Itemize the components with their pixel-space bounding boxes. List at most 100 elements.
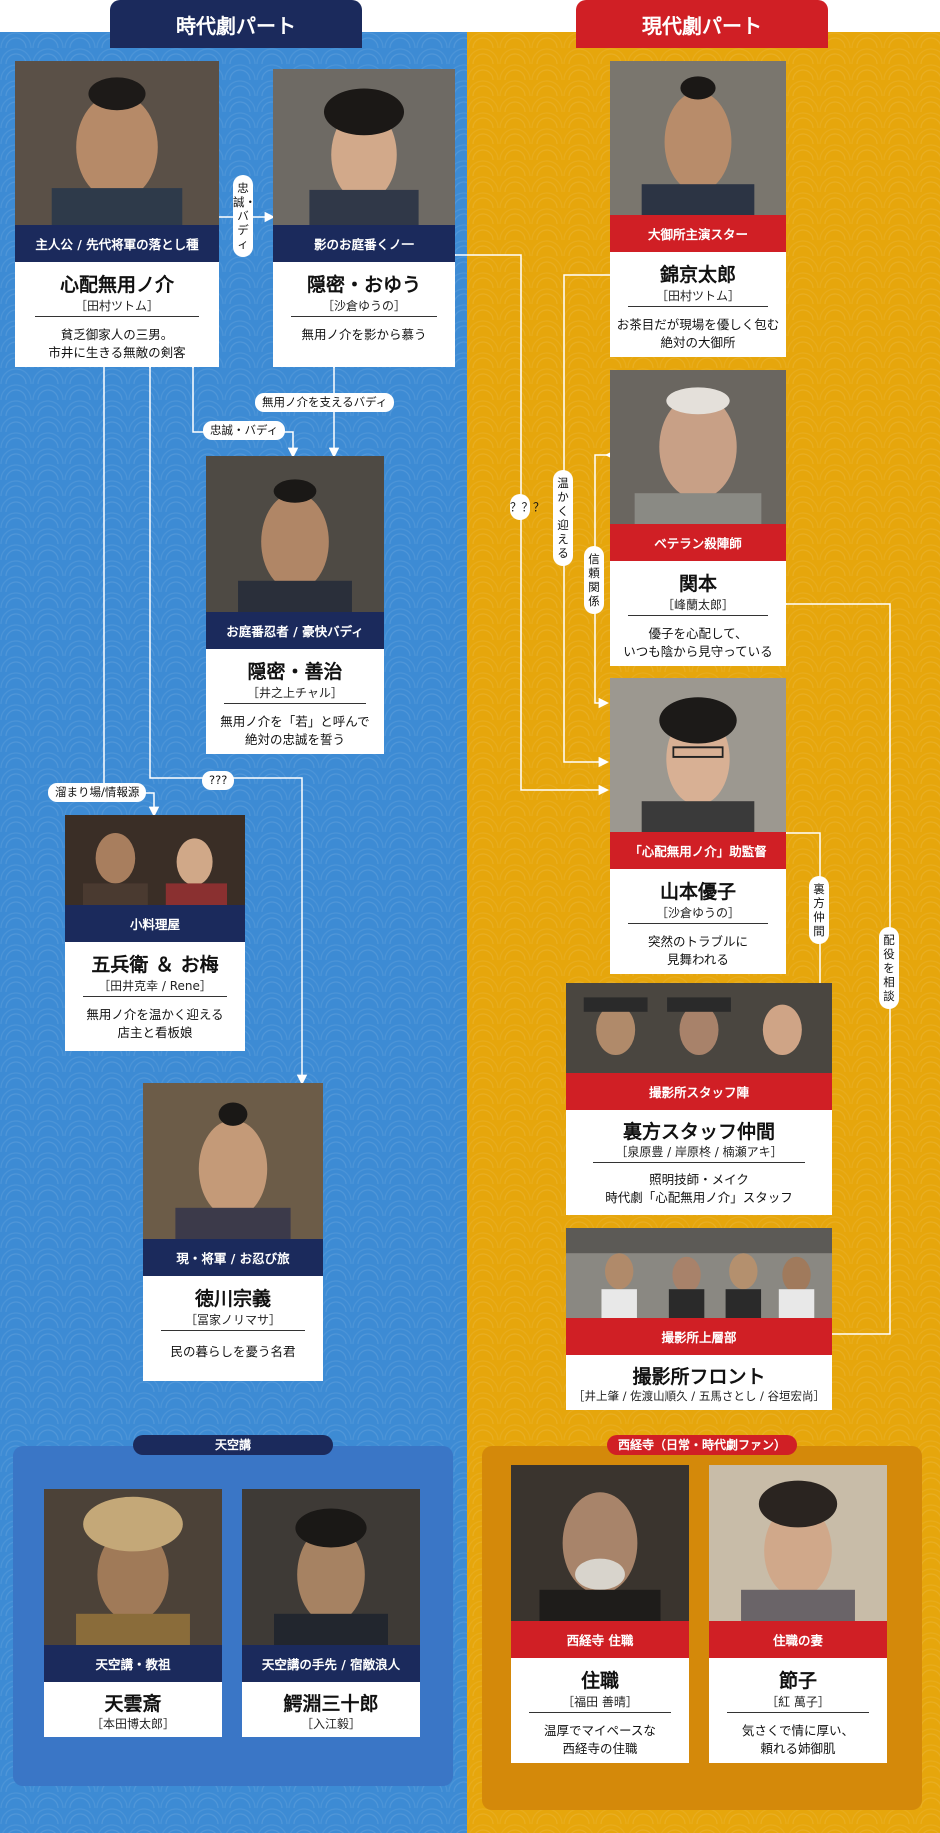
card-satsueijo-front[interactable]: 撮影所上層部 撮影所フロント ［井上肇 / 佐渡山順久 / 五馬さとし / 谷垣… — [566, 1228, 832, 1410]
divider — [161, 1330, 305, 1331]
actor-name: ［井上肇 / 佐渡山順久 / 五馬さとし / 谷垣宏尚］ — [572, 1389, 826, 1403]
group-tenkuko-title: 天空講 — [133, 1435, 333, 1455]
role-band: 西経寺 住職 — [511, 1621, 689, 1658]
portrait-photo — [242, 1489, 420, 1645]
divider — [528, 1712, 672, 1713]
character-description: 民の暮らしを憂う名君 — [170, 1344, 296, 1359]
role-band: お庭番忍者 / 豪快バディ — [206, 612, 384, 649]
character-description: 貧乏御家人の三男。市井に生きる無敵の剣客 — [48, 327, 186, 360]
character-description: 優子を心配して、いつも陰から見守っている — [623, 626, 773, 659]
character-description: お茶目だが現場を優しく包む絶対の大御所 — [616, 317, 780, 350]
divider — [291, 316, 437, 317]
character-name: 住職 — [580, 1670, 619, 1692]
character-name: 隠密・おゆう — [306, 274, 421, 296]
portrait-photo — [65, 815, 245, 905]
divider — [592, 1162, 806, 1163]
actor-name: ［冨家ノリマサ］ — [184, 1313, 281, 1327]
actor-name: ［沙倉ゆうの］ — [655, 906, 740, 920]
gendaigeki-section-title: 現代劇パート — [576, 0, 828, 48]
card-tokugawa-muneyoshi[interactable]: 現・将軍 / お忍び旅 徳川宗義 ［冨家ノリマサ］ 民の暮らしを憂う名君 — [143, 1083, 323, 1381]
actor-name: ［井之上チャル］ — [247, 686, 343, 700]
relation-question-right: ？？？ — [510, 494, 545, 520]
character-description: 無用ノ介を「若」と呼んで絶対の忠誠を誓う — [220, 714, 370, 747]
character-name: 裏方スタッフ仲間 — [622, 1121, 775, 1143]
card-sekimoto[interactable]: ベテラン殺陣師 関本 ［峰蘭太郎］ 優子を心配して、いつも陰から見守っている — [610, 370, 786, 666]
role-band: 撮影所上層部 — [566, 1318, 832, 1355]
divider — [627, 306, 769, 307]
relation-shinrai: 信頼関係 — [584, 546, 604, 614]
character-name: 山本優子 — [659, 881, 736, 903]
actor-name: ［泉原豊 / 岸原柊 / 楠瀬アキ］ — [615, 1145, 783, 1159]
actor-name: ［田井克幸 / Rene］ — [98, 979, 212, 993]
actor-name: ［田村ツトム］ — [655, 289, 740, 303]
role-band: 天空講の手先 / 宿敵浪人 — [242, 1645, 420, 1682]
role-band: 「心配無用ノ介」助監督 — [610, 832, 786, 869]
card-urakata-staff[interactable]: 撮影所スタッフ陣 裏方スタッフ仲間 ［泉原豊 / 岸原柊 / 楠瀬アキ］ 照明技… — [566, 983, 832, 1215]
role-band: 主人公 / 先代将軍の落とし種 — [15, 225, 219, 262]
relation-question-left: ??? — [202, 771, 235, 790]
actor-name: ［田村ツトム］ — [74, 299, 159, 313]
portrait-photo — [709, 1465, 887, 1621]
actor-name: ［福田 善晴］ — [562, 1695, 638, 1709]
character-name: 五兵衛 ＆ お梅 — [91, 954, 219, 976]
card-setsuko[interactable]: 住職の妻 節子 ［紅 萬子］ 気さくで情に厚い、頼れる姉御肌 — [709, 1465, 887, 1763]
divider — [726, 1712, 870, 1713]
role-band: 大御所主演スター — [610, 215, 786, 252]
role-band: 住職の妻 — [709, 1621, 887, 1658]
character-description: 無用ノ介を温かく迎える店主と看板娘 — [86, 1007, 224, 1040]
character-name: 徳川宗義 — [194, 1288, 271, 1310]
divider — [35, 316, 199, 317]
card-tenunsai[interactable]: 天空講・教祖 天雲斎 ［本田博太郎］ — [44, 1489, 222, 1737]
character-description: 温厚でマイペースな西経寺の住職 — [544, 1723, 656, 1756]
portrait-photo — [610, 370, 786, 524]
portrait-photo — [610, 678, 786, 832]
portrait-photo — [273, 69, 455, 225]
card-onmitsu-zenji[interactable]: お庭番忍者 / 豪快バディ 隠密・善治 ［井之上チャル］ 無用ノ介を「若」と呼ん… — [206, 456, 384, 754]
divider — [83, 996, 227, 997]
card-nishiki-kyotaro[interactable]: 大御所主演スター 錦京太郎 ［田村ツトム］ お茶目だが現場を優しく包む絶対の大御… — [610, 61, 786, 357]
portrait-photo — [143, 1083, 323, 1239]
card-shinpai-muyonosuke[interactable]: 主人公 / 先代将軍の落とし種 心配無用ノ介 ［田村ツトム］ 貧乏御家人の三男。… — [15, 61, 219, 367]
character-description: 気さくで情に厚い、頼れる姉御肌 — [741, 1723, 855, 1756]
role-band: 現・将軍 / お忍び旅 — [143, 1239, 323, 1276]
character-name: 隠密・善治 — [247, 661, 343, 683]
role-band: 影のお庭番くノ一 — [273, 225, 455, 262]
relation-haiyaku: 配役を相談 — [879, 927, 899, 1009]
card-jushoku[interactable]: 西経寺 住職 住職 ［福田 善晴］ 温厚でマイペースな西経寺の住職 — [511, 1465, 689, 1763]
relation-urakata-nakama: 裏方仲間 — [809, 876, 829, 944]
portrait-photo — [566, 983, 832, 1073]
actor-name: ［入江毅］ — [300, 1717, 361, 1731]
character-name: 天雲斎 — [104, 1693, 162, 1715]
role-band: 天空講・教祖 — [44, 1645, 222, 1682]
card-onmitsu-oyu[interactable]: 影のお庭番くノ一 隠密・おゆう ［沙倉ゆうの］ 無用ノ介を影から慕う — [273, 69, 455, 367]
portrait-photo — [44, 1489, 222, 1645]
character-name: 鰐淵三十郎 — [283, 1693, 379, 1715]
actor-name: ［本田博太郎］ — [90, 1717, 175, 1731]
character-name: 錦京太郎 — [659, 264, 736, 286]
portrait-photo — [15, 61, 219, 225]
actor-name: ［峰蘭太郎］ — [661, 598, 734, 612]
role-band: ベテラン殺陣師 — [610, 524, 786, 561]
character-name: 心配無用ノ介 — [59, 274, 174, 296]
character-description: 照明技師・メイク時代劇「心配無用ノ介」スタッフ — [605, 1172, 793, 1205]
card-wanibuchi-sanjuro[interactable]: 天空講の手先 / 宿敵浪人 鰐淵三十郎 ［入江毅］ — [242, 1489, 420, 1737]
character-name: 節子 — [778, 1670, 817, 1692]
divider — [223, 703, 367, 704]
group-saikyoji-title: 西経寺（日常・時代劇ファン） — [607, 1435, 797, 1455]
divider — [627, 615, 769, 616]
portrait-photo — [206, 456, 384, 612]
relation-chusei-buddy-vertical: 忠誠・バディ — [233, 175, 256, 257]
character-name: 撮影所フロント — [632, 1366, 766, 1388]
character-name: 関本 — [678, 573, 717, 595]
relation-chusei-buddy: 忠誠・バディ — [203, 421, 286, 440]
portrait-photo — [511, 1465, 689, 1621]
character-description: 突然のトラブルに見舞われる — [647, 934, 748, 967]
relation-atatakaku: 温かく迎える — [553, 470, 573, 566]
character-description: 無用ノ介を影から慕う — [301, 327, 427, 342]
portrait-photo — [566, 1228, 832, 1318]
card-yamamoto-yuko[interactable]: 「心配無用ノ介」助監督 山本優子 ［沙倉ゆうの］ 突然のトラブルに見舞われる — [610, 678, 786, 974]
role-band: 撮影所スタッフ陣 — [566, 1073, 832, 1110]
role-band: 小料理屋 — [65, 905, 245, 942]
card-gohei-oume[interactable]: 小料理屋 五兵衛 ＆ お梅 ［田井克幸 / Rene］ 無用ノ介を温かく迎える店… — [65, 815, 245, 1051]
portrait-photo — [610, 61, 786, 215]
